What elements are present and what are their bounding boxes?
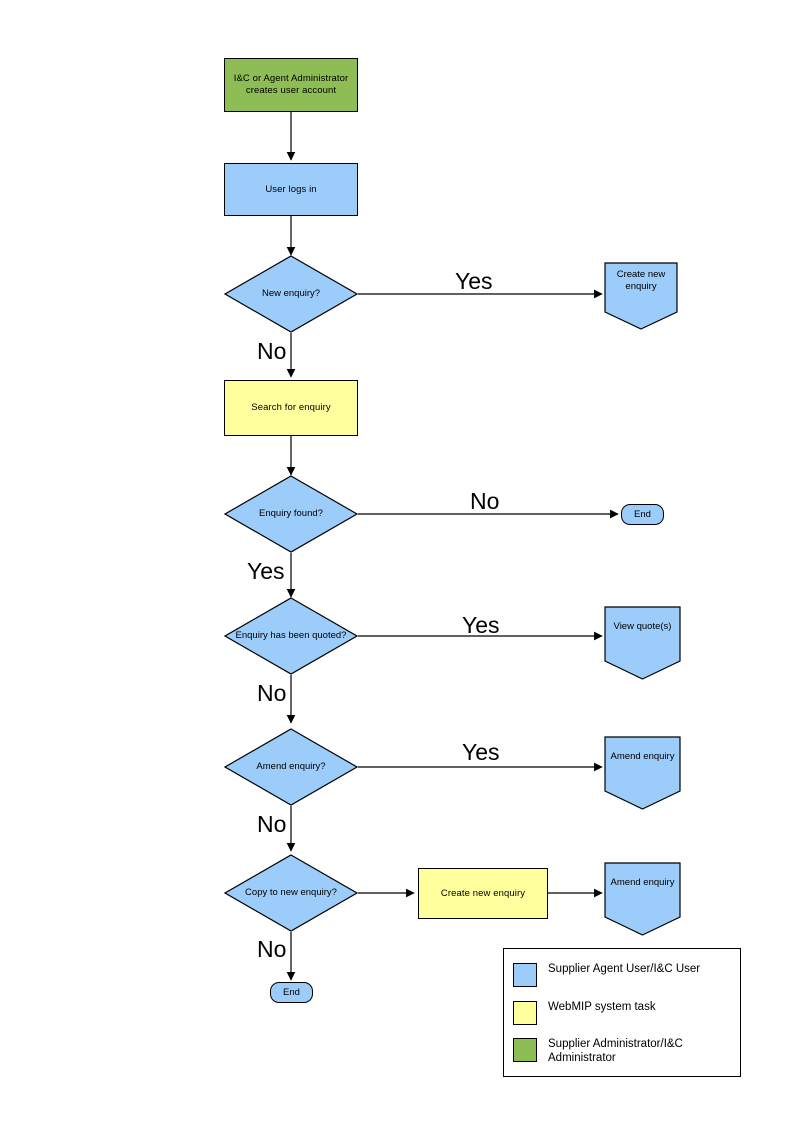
node-end-1[interactable]: End <box>621 504 664 525</box>
node-label: Copy to new enquiry? <box>245 887 337 899</box>
edge-label-quoted-yes: Yes <box>462 612 500 638</box>
node-label: Amend enquiry <box>610 876 675 888</box>
legend-label: Supplier Administrator/I&C Administrator <box>548 1038 683 1064</box>
node-label: New enquiry? <box>261 288 321 300</box>
legend: Supplier Agent User/I&C User WebMIP syst… <box>503 948 741 1077</box>
node-view-quotes[interactable]: View quote(s) <box>604 606 681 680</box>
node-amend-enquiry-2[interactable]: Amend enquiry <box>604 862 681 936</box>
edge-label-amend-yes: Yes <box>462 739 500 765</box>
legend-swatch-actor-user <box>513 963 537 987</box>
node-enquiry-found-decision[interactable]: Enquiry found? <box>224 475 358 553</box>
edge-label-copy-no: No <box>257 936 287 962</box>
node-amend-enquiry-1[interactable]: Amend enquiry <box>604 736 681 810</box>
node-label: End <box>283 987 300 998</box>
node-copy-to-new-enquiry-decision[interactable]: Copy to new enquiry? <box>224 854 358 932</box>
diamond-shape <box>224 475 358 553</box>
edge-label-new-enquiry-no: No <box>257 338 287 364</box>
node-create-new-enquiry-2[interactable]: Create new enquiry <box>418 868 548 919</box>
legend-item-webmip-system-task: WebMIP system task <box>513 1001 656 1025</box>
legend-swatch-system-task <box>513 1001 537 1025</box>
diamond-shape <box>224 255 358 333</box>
pentagon-shape <box>604 606 681 680</box>
pentagon-shape <box>604 862 681 936</box>
legend-label: WebMIP system task <box>548 1001 656 1013</box>
diamond-shape <box>224 728 358 806</box>
node-enquiry-quoted-decision[interactable]: Enquiry has been quoted? <box>224 597 358 675</box>
node-label: Enquiry has been quoted? <box>235 630 347 642</box>
pentagon-shape <box>604 262 678 330</box>
node-label: Create new enquiry <box>616 269 666 293</box>
node-label: Create new enquiry <box>440 887 526 899</box>
edge-label-new-enquiry-yes: Yes <box>455 268 493 294</box>
node-label: Amend enquiry? <box>256 761 326 773</box>
pentagon-shape <box>604 736 681 810</box>
node-label: Amend enquiry <box>610 750 675 762</box>
node-end-2[interactable]: End <box>270 982 313 1003</box>
legend-item-supplier-administrator: Supplier Administrator/I&C Administrator <box>513 1038 740 1065</box>
legend-label: Supplier Agent User/I&C User <box>548 963 701 975</box>
node-user-logs-in[interactable]: User logs in <box>224 163 358 216</box>
legend-item-supplier-agent-user: Supplier Agent User/I&C User <box>513 963 700 987</box>
node-amend-enquiry-decision[interactable]: Amend enquiry? <box>224 728 358 806</box>
node-label: Search for enquiry <box>251 402 331 414</box>
node-new-enquiry-decision[interactable]: New enquiry? <box>224 255 358 333</box>
legend-swatch-administrator <box>513 1038 537 1062</box>
edge-label-enquiry-found-no: No <box>470 488 500 514</box>
edge-label-enquiry-found-yes: Yes <box>247 558 285 584</box>
node-admin-creates-account[interactable]: I&C or Agent Administrator creates user … <box>224 58 358 112</box>
node-label: Enquiry found? <box>259 508 323 520</box>
diamond-shape <box>224 854 358 932</box>
node-label: End <box>634 509 651 520</box>
edge-label-quoted-no: No <box>257 680 287 706</box>
node-label: User logs in <box>265 183 317 195</box>
node-label: I&C or Agent Administrator creates user … <box>233 73 349 96</box>
edge-label-amend-no: No <box>257 811 287 837</box>
diamond-shape <box>224 597 358 675</box>
node-search-for-enquiry[interactable]: Search for enquiry <box>224 380 358 436</box>
node-create-new-enquiry-1[interactable]: Create new enquiry <box>604 262 678 330</box>
node-label: View quote(s) <box>613 620 672 632</box>
